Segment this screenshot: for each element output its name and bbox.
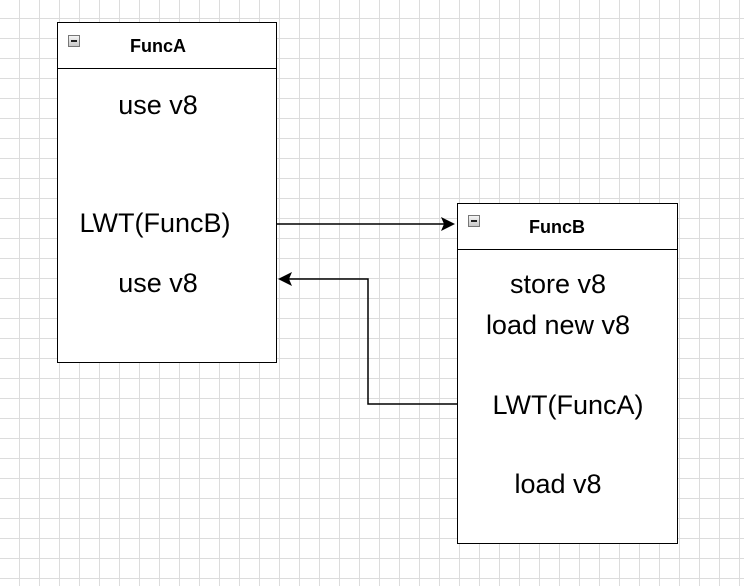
arrowhead-icon bbox=[441, 217, 455, 231]
func-a-title: FuncA bbox=[130, 36, 186, 56]
func-b-title: FuncB bbox=[529, 217, 585, 237]
func-b-row-load-v8: load v8 bbox=[514, 469, 602, 499]
collapse-icon[interactable] bbox=[468, 215, 480, 227]
func-b-header[interactable]: FuncB bbox=[458, 204, 677, 250]
func-a-header[interactable]: FuncA bbox=[58, 23, 276, 69]
func-b-row-load-new-v8: load new v8 bbox=[485, 310, 631, 340]
arrowhead-icon bbox=[278, 272, 292, 286]
func-a-box[interactable]: FuncA use v8 LWT(FuncB) use v8 bbox=[57, 22, 277, 363]
func-a-row-use-v8-1: use v8 bbox=[118, 90, 198, 120]
arrow-funca-to-funcb[interactable] bbox=[277, 217, 455, 231]
func-b-box[interactable]: FuncB store v8 load new v8 LWT(FuncA) lo… bbox=[457, 203, 678, 544]
arrow-funcb-to-funca[interactable] bbox=[278, 272, 457, 405]
func-a-row-lwt-funcb: LWT(FuncB) bbox=[79, 208, 231, 238]
collapse-icon[interactable] bbox=[68, 35, 80, 47]
func-a-row-use-v8-2: use v8 bbox=[118, 268, 198, 298]
func-b-row-store-v8: store v8 bbox=[509, 269, 607, 299]
func-b-row-lwt-funca: LWT(FuncA) bbox=[492, 390, 644, 420]
